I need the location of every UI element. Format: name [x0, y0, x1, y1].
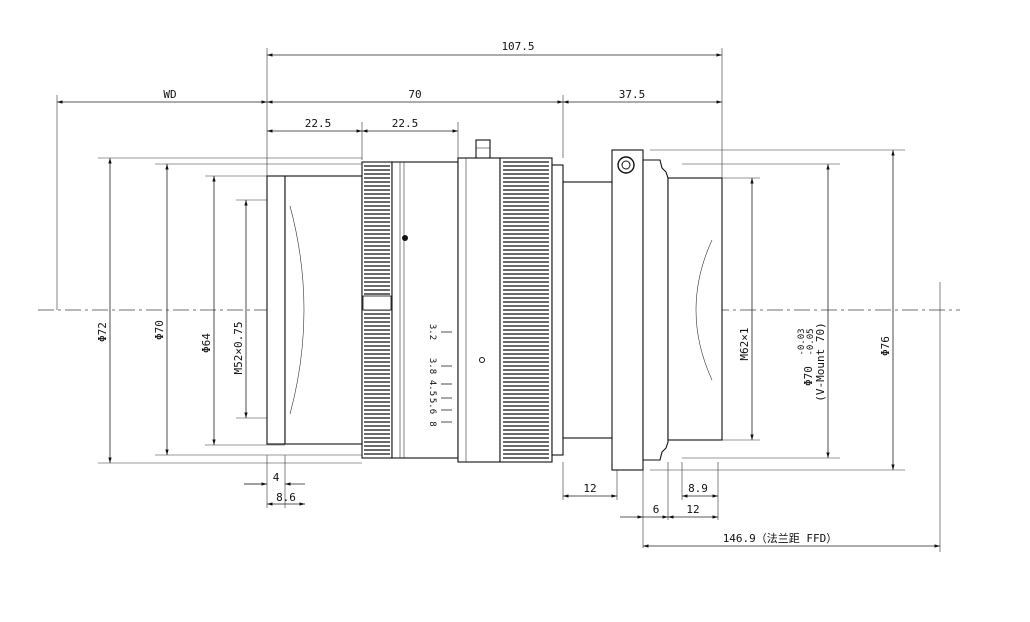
- dim-mount-tolerance-upper: -0.03: [797, 328, 807, 355]
- dim-working-distance: WD: [163, 88, 176, 101]
- front-barrel: [284, 175, 363, 445]
- lock-screw: [475, 139, 491, 161]
- mount-profile: [642, 159, 669, 461]
- dim-rear-thread: M62×1: [738, 327, 751, 360]
- dim-mount-89: 8.9: [688, 482, 708, 495]
- svg-text:8: 8: [427, 421, 437, 426]
- dim-diameter-76: Φ76: [879, 336, 892, 356]
- front-filter-ring: [266, 175, 286, 445]
- aperture-index-dot: [479, 357, 485, 363]
- knurl-pattern: [503, 161, 549, 459]
- svg-text:5.6: 5.6: [427, 398, 437, 414]
- dim-front-thin: 4: [273, 471, 280, 484]
- dim-diameter-72: Φ72: [96, 322, 109, 342]
- dim-total-length: 107.5: [501, 40, 534, 53]
- extension-lines: [56, 48, 941, 552]
- aperture-scale: 3.2 3.8 4.5 5.6 8: [427, 324, 452, 427]
- rear-lens-curve: [695, 239, 713, 381]
- dim-body-length: 70: [408, 88, 421, 101]
- dim-rear-length: 37.5: [619, 88, 646, 101]
- dim-mount-12: 12: [686, 503, 699, 516]
- rear-barrel: [667, 177, 723, 441]
- svg-text:4.5: 4.5: [427, 380, 437, 396]
- front-lens-curve: [289, 205, 305, 415]
- dim-mount-6: 6: [653, 503, 660, 516]
- rear-tube: [562, 181, 618, 439]
- svg-text:3.2: 3.2: [427, 324, 437, 340]
- dim-diameter-64: Φ64: [200, 333, 213, 353]
- dim-front-thick: 8.6: [276, 491, 296, 504]
- scale-ring: [391, 161, 459, 459]
- svg-text:3.8: 3.8: [427, 358, 437, 374]
- dim-ffd: 146.9（法兰距 FFD）: [723, 531, 838, 545]
- dim-front-step-1: 22.5: [305, 117, 332, 130]
- aperture-ring: [457, 157, 501, 463]
- dim-rear-step: 12: [583, 482, 596, 495]
- lens-body: 3.2 3.8 4.5 5.6 8: [266, 139, 723, 471]
- dim-mount-tolerance-lower: -0.05: [806, 328, 816, 355]
- focus-index-dot: [402, 235, 408, 241]
- dim-filter-thread: M52×0.75: [232, 322, 245, 375]
- mount-flange: [611, 149, 644, 471]
- dim-diameter-70: Φ70: [153, 320, 166, 340]
- dim-mount-name: (V-Mount 70): [814, 322, 827, 401]
- dim-front-step-2: 22.5: [392, 117, 419, 130]
- dim-mount-diameter: Φ70: [802, 366, 815, 386]
